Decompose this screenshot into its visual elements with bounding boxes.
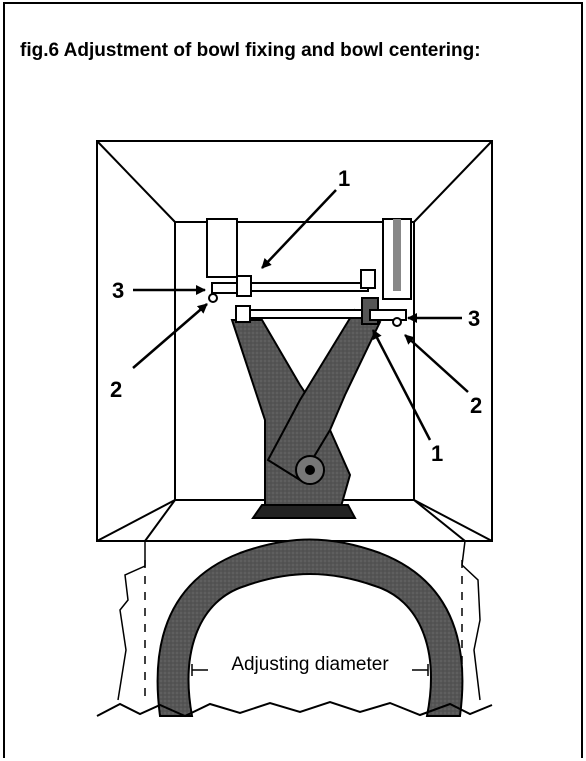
arrow-right-2	[404, 334, 469, 393]
adjustment-rods	[208, 269, 407, 327]
arrow-bottom-1	[371, 329, 432, 441]
right-screw-head	[392, 317, 402, 327]
callout-label-left-2: 2	[110, 377, 122, 402]
left-screw-head	[208, 293, 218, 303]
callout-label-bottom-1: 1	[431, 441, 443, 466]
adjusting-diameter-dimension: Adjusting diameter	[191, 652, 429, 676]
arrow-left-2	[132, 303, 208, 369]
fixing-blocks	[206, 218, 412, 300]
broken-bottom-edge	[96, 700, 493, 718]
callout-label-right-2: 2	[470, 393, 482, 418]
side-walls	[117, 540, 481, 701]
callout-arrows	[132, 189, 469, 441]
clamp-base-shadow	[251, 504, 357, 519]
lower-left-nut	[235, 305, 251, 323]
callout-label-right-3: 3	[468, 306, 480, 331]
callout-label-top-1: 1	[338, 166, 350, 191]
left-fixing-block	[206, 218, 238, 278]
dimension-label: Adjusting diameter	[231, 654, 389, 675]
arrow-top-1	[261, 189, 337, 269]
right-rod-end	[369, 309, 407, 321]
upper-rod	[247, 282, 369, 292]
bowl-ring-section	[156, 538, 464, 717]
figure-caption: fig.6 Adjustment of bowl fixing and bowl…	[20, 40, 481, 61]
centering-clamp	[230, 308, 382, 519]
right-upper-nut	[360, 269, 376, 289]
dimension-label-bg	[208, 652, 412, 676]
figure-frame	[3, 2, 583, 758]
left-nut	[236, 275, 252, 297]
lower-rod	[244, 309, 376, 319]
callout-label-left-3: 3	[112, 278, 124, 303]
